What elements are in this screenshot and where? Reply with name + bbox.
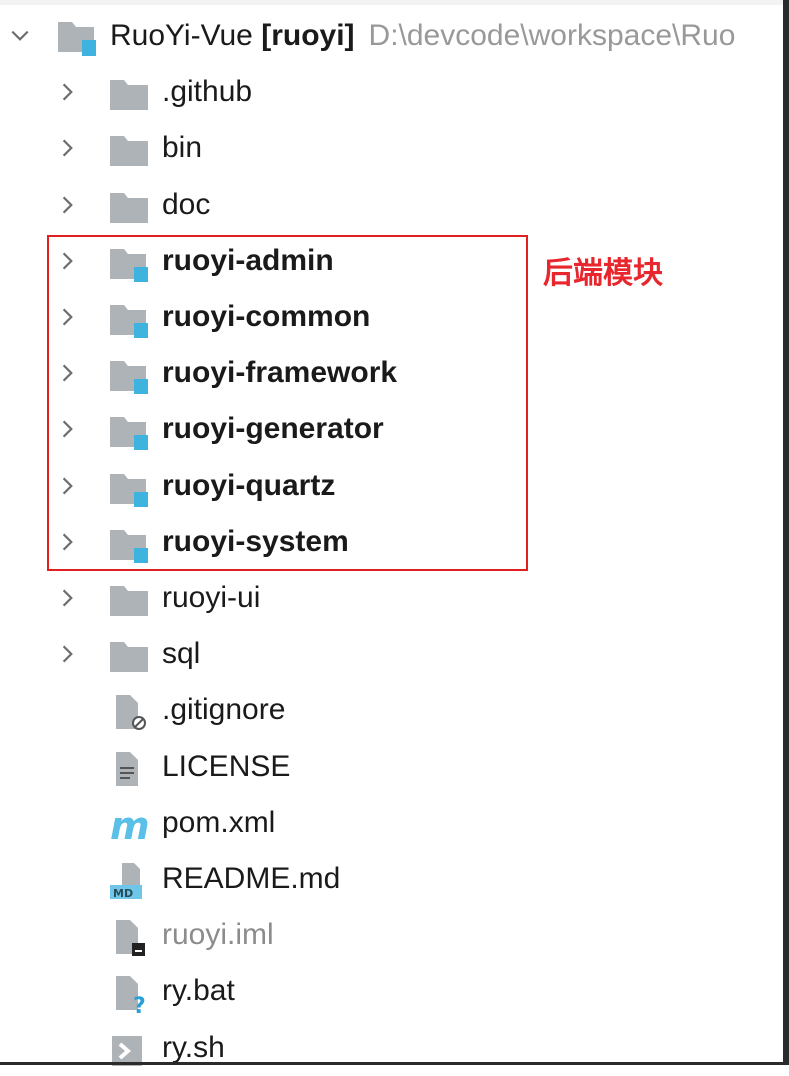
module-folder-icon bbox=[108, 243, 152, 283]
folder-icon bbox=[108, 130, 152, 170]
tree-item[interactable]: sql bbox=[0, 626, 780, 682]
backend-modules-annotation: 后端模块 bbox=[543, 256, 663, 291]
folder-icon bbox=[108, 74, 152, 114]
tree-item-label: .github bbox=[162, 75, 253, 109]
unknown-file-icon: ? bbox=[108, 973, 152, 1019]
tree-item[interactable]: ry.sh bbox=[0, 1020, 780, 1076]
window-edge-bottom bbox=[0, 1062, 789, 1065]
module-folder-icon bbox=[56, 18, 100, 58]
root-module: [ruoyi] bbox=[261, 19, 355, 52]
tree-item[interactable]: MD README.md bbox=[0, 851, 780, 907]
root-label: RuoYi-Vue [ruoyi] D:\devcode\workspace\Ru… bbox=[110, 8, 735, 64]
tree-item[interactable]: ruoyi-framework bbox=[0, 345, 780, 401]
top-strip bbox=[0, 0, 789, 5]
folder-icon bbox=[108, 580, 152, 620]
tree-item[interactable]: bin bbox=[0, 120, 780, 176]
tree-item-label: bin bbox=[162, 131, 203, 165]
chevron-right-icon[interactable] bbox=[53, 302, 83, 332]
root-name: RuoYi-Vue bbox=[110, 19, 253, 52]
tree-item[interactable]: ruoyi-system bbox=[0, 514, 780, 570]
tree-item-label: ruoyi-system bbox=[162, 524, 349, 558]
window-edge bbox=[783, 0, 789, 1065]
chevron-right-icon[interactable] bbox=[53, 471, 83, 501]
tree-item[interactable]: ruoyi-quartz bbox=[0, 458, 780, 514]
tree-item[interactable]: LICENSE bbox=[0, 739, 780, 795]
chevron-down-icon[interactable] bbox=[5, 21, 35, 51]
tree-item-label: ruoyi-generator bbox=[162, 412, 384, 446]
svg-text:MD: MD bbox=[113, 887, 133, 900]
folder-icon bbox=[108, 187, 152, 227]
highlight-box bbox=[47, 235, 528, 571]
tree-item[interactable]: ruoyi-admin bbox=[0, 233, 780, 289]
gitignore-file-icon bbox=[108, 692, 152, 732]
shell-script-icon bbox=[108, 1030, 152, 1070]
tree-item-label: ruoyi-common bbox=[162, 300, 371, 333]
iml-file-icon bbox=[108, 917, 152, 957]
chevron-right-icon[interactable] bbox=[53, 583, 83, 613]
tree-item-label: ruoyi-framework bbox=[162, 356, 398, 390]
tree-item-label: ruoyi.iml bbox=[162, 918, 274, 952]
tree-item-label: doc bbox=[162, 187, 211, 221]
module-folder-icon bbox=[108, 411, 152, 451]
tree-item-label: README.md bbox=[162, 862, 341, 895]
chevron-right-icon[interactable] bbox=[53, 639, 83, 669]
chevron-right-icon[interactable] bbox=[53, 77, 83, 107]
tree-item-label: .gitignore bbox=[162, 693, 286, 727]
tree-item[interactable]: .github bbox=[0, 64, 780, 120]
chevron-right-icon[interactable] bbox=[53, 358, 83, 388]
module-folder-icon bbox=[108, 355, 152, 395]
chevron-right-icon[interactable] bbox=[53, 527, 83, 557]
tree-item-label: ry.bat bbox=[162, 974, 235, 1008]
tree-item-label: ruoyi-ui bbox=[162, 581, 261, 614]
tree-root[interactable]: RuoYi-Vue [ruoyi] D:\devcode\workspace\Ru… bbox=[0, 8, 780, 64]
tree-item-label: pom.xml bbox=[162, 805, 276, 839]
svg-text:?: ? bbox=[133, 994, 146, 1013]
tree-item-label: ruoyi-quartz bbox=[162, 468, 336, 502]
chevron-right-icon[interactable] bbox=[53, 246, 83, 276]
tree-item[interactable]: ruoyi-common bbox=[0, 289, 780, 345]
root-path: D:\devcode\workspace\Ruo bbox=[368, 19, 736, 52]
svg-text:m: m bbox=[110, 805, 150, 845]
tree-item-label: sql bbox=[162, 637, 201, 671]
tree-item-label: ruoyi-admin bbox=[162, 243, 334, 277]
tree-item-label: ry.sh bbox=[162, 1030, 225, 1064]
tree-item[interactable]: m pom.xml bbox=[0, 795, 780, 851]
folder-icon bbox=[108, 636, 152, 676]
tree-item[interactable]: doc bbox=[0, 177, 780, 233]
tree-item-label: LICENSE bbox=[162, 749, 291, 783]
module-folder-icon bbox=[108, 299, 152, 339]
tree-item[interactable]: ruoyi-ui bbox=[0, 570, 780, 626]
tree-item[interactable]: .gitignore bbox=[0, 682, 780, 738]
tree-item[interactable]: ? ry.bat bbox=[0, 963, 780, 1019]
module-folder-icon bbox=[108, 468, 152, 508]
tree-item[interactable]: ruoyi-generator bbox=[0, 401, 780, 457]
markdown-file-icon: MD bbox=[108, 861, 152, 901]
tree-item[interactable]: ruoyi.iml bbox=[0, 907, 780, 963]
module-folder-icon bbox=[108, 524, 152, 564]
chevron-right-icon[interactable] bbox=[53, 190, 83, 220]
chevron-right-icon[interactable] bbox=[53, 133, 83, 163]
chevron-right-icon[interactable] bbox=[53, 414, 83, 444]
text-file-icon bbox=[108, 749, 152, 789]
maven-icon: m bbox=[108, 804, 152, 848]
